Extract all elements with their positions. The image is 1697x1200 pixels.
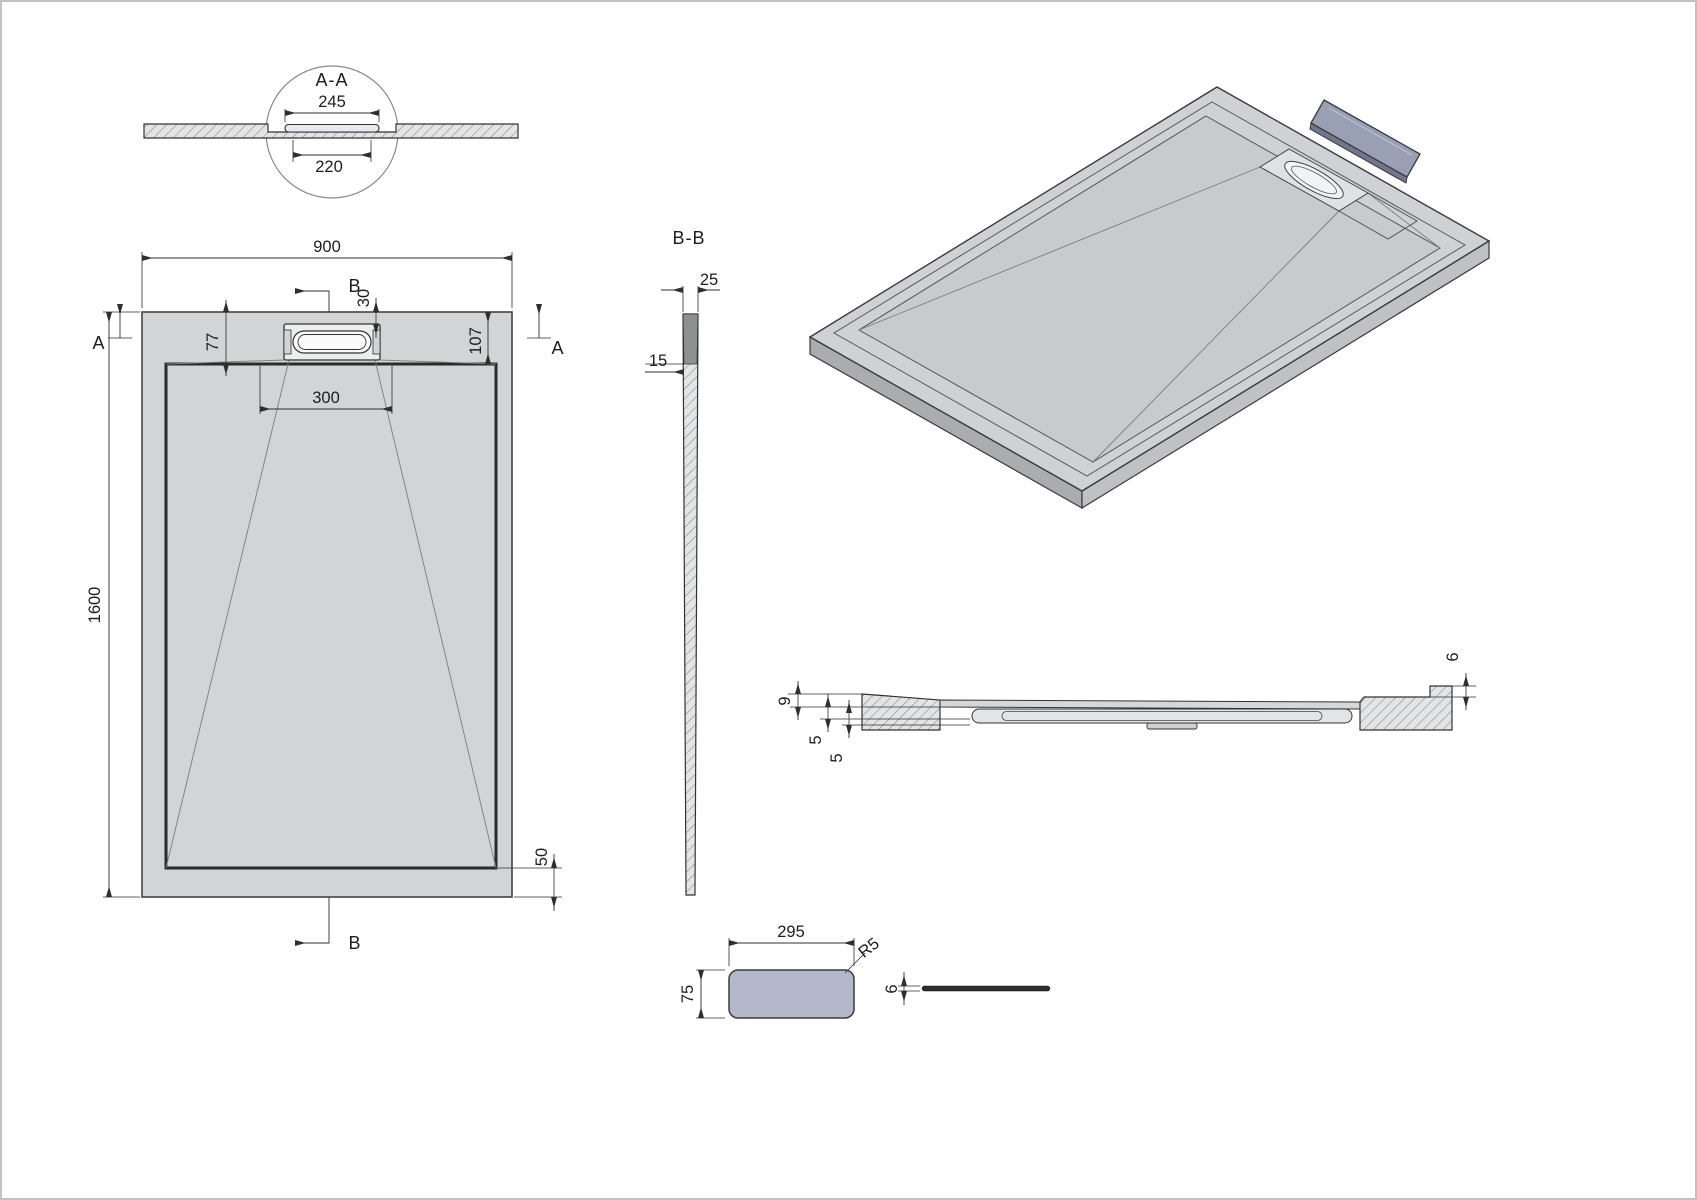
label-a-right: A	[551, 338, 564, 358]
iso-rim-inner	[833, 101, 1466, 477]
dim-section-thickness-group: 25	[661, 271, 720, 312]
dim-rim-right: 107	[467, 327, 485, 355]
dim-rim-right-group: 107	[467, 312, 491, 364]
label-section-bb: B-B	[672, 228, 705, 248]
side-section-floor	[939, 699, 1361, 710]
dim-side-lip: 6	[1444, 652, 1462, 661]
dim-side-5a-group: 5	[807, 694, 970, 745]
dim-side-5a: 5	[807, 735, 825, 744]
section-aa-cover-plate	[284, 123, 380, 133]
basin-outline	[164, 362, 498, 870]
section-marker-b-top: B	[295, 276, 361, 312]
dim-drain-rim: 30	[355, 289, 373, 307]
section-aa-material	[143, 123, 519, 139]
drain-plan	[283, 323, 381, 361]
dim-cover-length: 295	[777, 923, 805, 941]
dim-section-wall-group: 15	[645, 352, 684, 375]
slope-lines	[165, 359, 497, 869]
dim-drain-offset-group: 77	[204, 300, 229, 376]
iso-drain-cover	[1309, 99, 1421, 184]
dim-drain-offset: 77	[204, 333, 222, 351]
dim-section-wall: 15	[649, 352, 667, 370]
dim-cover-length-group: 295	[728, 923, 855, 966]
dim-drain-width: 300	[312, 389, 340, 407]
cover-detail-view: 295 R5 75 6	[679, 923, 1051, 1019]
dim-detail-outer: 245	[318, 93, 346, 111]
dim-detail-outer-group: 245	[284, 93, 380, 122]
dim-side-9-group: 9	[776, 681, 940, 720]
detail-aa-view: 245 220 A-A	[143, 65, 519, 199]
label-b-bottom: B	[348, 933, 361, 953]
dim-rim-bottom: 50	[533, 848, 551, 866]
dim-section-thickness: 25	[700, 271, 718, 289]
dim-drain-width-group: 300	[259, 366, 393, 414]
dim-drain-rim-group: 30	[355, 289, 379, 338]
label-b-top: B	[348, 276, 361, 296]
drain-cover-oval	[292, 330, 372, 354]
dim-detail-inner: 220	[315, 158, 343, 176]
iso-slope-lines	[858, 166, 1441, 463]
dim-cover-radius-group: R5	[844, 934, 883, 974]
dim-side-5b-group: 5	[828, 700, 970, 763]
section-marker-a-right: A	[527, 304, 564, 358]
label-section-aa: A-A	[315, 70, 348, 90]
section-bb-view: B-B 25 15	[645, 228, 720, 896]
dim-plan-width: 900	[313, 238, 341, 256]
dim-plan-length: 1600	[86, 587, 104, 624]
cover-plate-top	[728, 969, 855, 1019]
dim-side-9: 9	[776, 696, 794, 705]
section-strip-drain-zone	[682, 313, 699, 365]
side-section-view: 9 5 5 6	[776, 652, 1476, 763]
dim-plan-width-group: 900	[141, 238, 513, 308]
cover-plate-side	[921, 985, 1051, 992]
dim-cover-radius: R5	[855, 934, 883, 961]
dim-side-5b: 5	[828, 753, 846, 762]
iso-drain-recess	[1259, 148, 1418, 240]
isometric-view	[808, 86, 1491, 510]
dim-cover-thickness-group: 6	[883, 972, 920, 1005]
section-marker-a-left: A	[92, 304, 132, 353]
side-section-drain-stub	[1146, 722, 1198, 730]
section-marker-b-bottom: B	[295, 897, 361, 953]
dim-cover-width-group: 75	[679, 969, 725, 1019]
dim-cover-thickness: 6	[883, 984, 901, 993]
dim-detail-inner-group: 220	[292, 140, 372, 176]
dim-rim-bottom-group: 50	[498, 848, 562, 911]
plan-view: 900 1600 77 30 107	[86, 238, 564, 953]
iso-drain-cover-top	[1310, 99, 1421, 178]
side-section-right-wall	[1359, 685, 1453, 731]
dim-cover-width: 75	[679, 985, 697, 1003]
side-section-left-wall	[861, 693, 941, 731]
label-a-left: A	[92, 333, 105, 353]
section-strip	[682, 313, 699, 896]
dim-plan-length-group: 1600	[86, 311, 140, 898]
dim-side-lip-group: 6	[1430, 652, 1476, 710]
